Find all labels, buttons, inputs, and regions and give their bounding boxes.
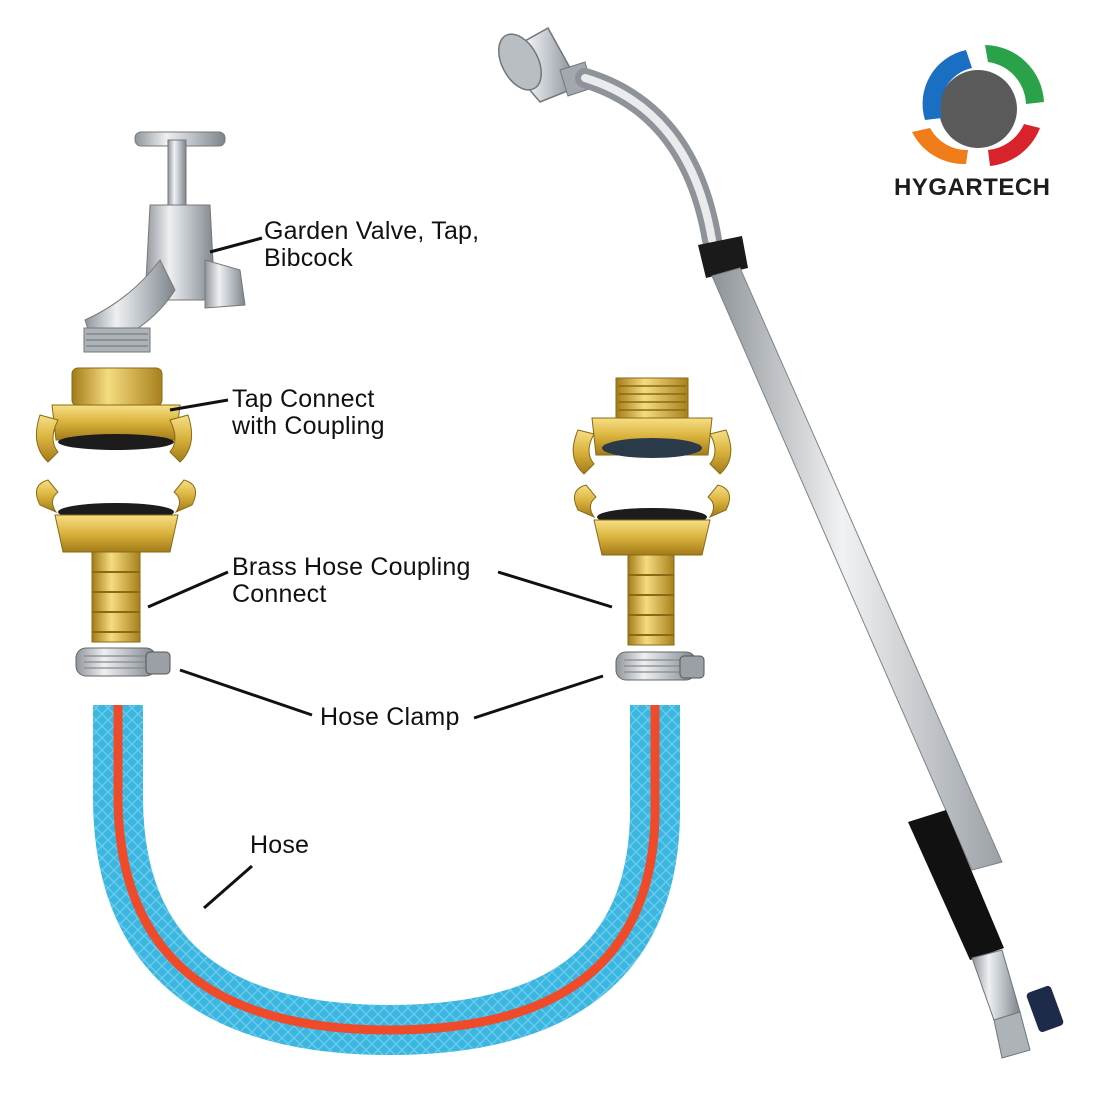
brand-name: HYGARTECH <box>894 174 1051 201</box>
label-brass-coupling-line2: Connect <box>232 580 327 608</box>
hose-clamp-left <box>75 647 171 677</box>
watering-wand <box>498 26 1064 1059</box>
label-hose: Hose <box>250 831 310 859</box>
label-hose-clamp: Hose Clamp <box>320 703 460 731</box>
brass-hose-coupling-left <box>35 479 197 643</box>
brass-hose-coupling-right <box>573 484 731 646</box>
label-garden-valve: Garden Valve, Tap, Bibcock <box>264 218 479 272</box>
label-garden-valve-line2: Bibcock <box>264 244 353 272</box>
label-brass-coupling-line1: Brass Hose Coupling <box>232 553 471 581</box>
hose-clamp-right <box>615 651 705 681</box>
label-tap-connect-line2: with Coupling <box>232 412 385 440</box>
threaded-coupling-right <box>572 377 732 475</box>
garden-valve-tap <box>83 131 246 353</box>
label-garden-valve-line1: Garden Valve, Tap, <box>264 217 480 245</box>
label-tap-connect: Tap Connect with Coupling <box>232 386 385 440</box>
brand-logo-icon <box>912 45 1044 166</box>
leader-lines <box>147 236 613 910</box>
garden-hose <box>93 705 681 1056</box>
label-tap-connect-line1: Tap Connect <box>232 385 375 413</box>
label-brass-coupling: Brass Hose Coupling Connect <box>232 554 471 608</box>
tap-connect-coupling <box>35 367 193 463</box>
